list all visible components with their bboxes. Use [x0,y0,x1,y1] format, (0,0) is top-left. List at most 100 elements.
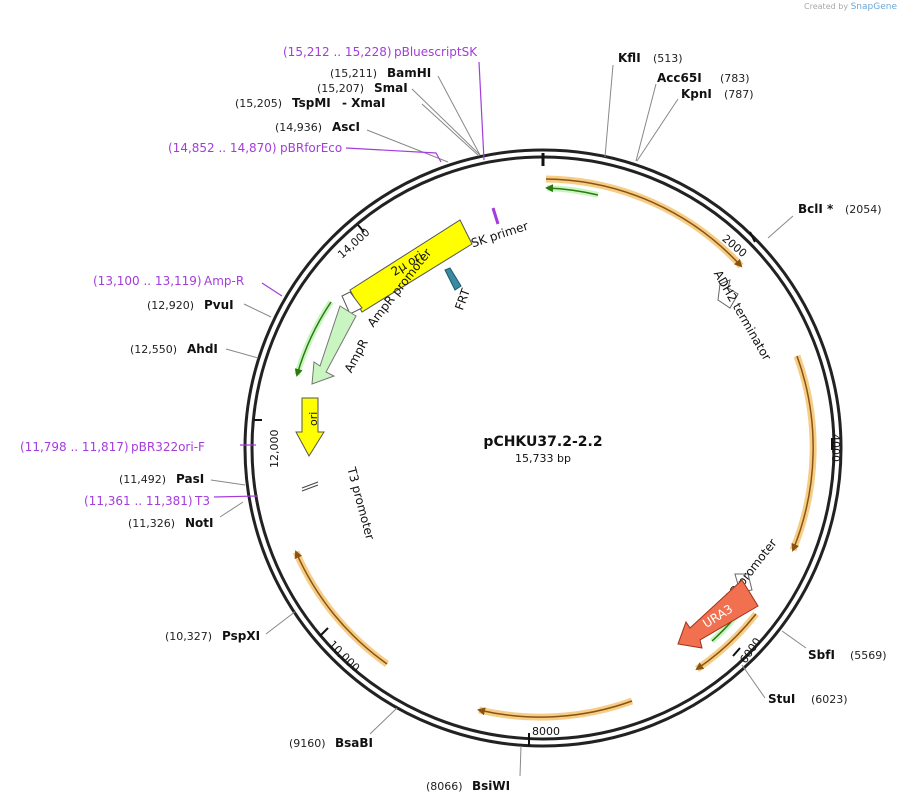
primer-range-t3: (11,361 .. 11,381) [84,494,193,508]
enzyme-name-noti[interactable]: NotI [185,516,214,530]
enzyme-pos-bamhi: (15,211) [330,67,377,80]
leader-ahdi [225,348,259,359]
feature-ura3[interactable] [677,579,759,649]
leader-sbfi [781,630,807,649]
primer-range-pbluescriptsk: (15,212 .. 15,228) [283,45,392,59]
feature-label-adh2-terminator: ADH2 terminator [711,268,774,363]
leader-pspxi [265,610,297,635]
primer-name-pbr322ori-f[interactable]: pBR322ori-F [131,440,205,454]
feature-ori[interactable] [295,397,325,457]
enzyme-name-kpni[interactable]: KpnI [681,87,712,101]
leader-acc65i [635,83,657,162]
enzyme-name-sbfi[interactable]: SbfI [808,648,835,662]
feature-frt[interactable] [444,267,462,291]
enzyme-pos-bsabi: (9160) [289,737,326,750]
tick-10000 [319,627,329,637]
enzyme-name-bamhi[interactable]: BamHI [387,66,431,80]
green-arcs [294,184,744,644]
enzyme-pos-bsiwi: (8066) [426,780,463,793]
enzyme-pos-noti: (11,326) [128,517,175,530]
enzyme-labels: KflI (513) Acc65I (783) KpnI (787) BclI … [119,51,887,793]
primer-name-pbrforeco[interactable]: pBRforEco [280,141,342,155]
leader-t3 [213,495,259,498]
feature-sk-primer[interactable] [491,207,500,225]
green-arc-2-line [294,301,332,377]
enzyme-pos-sbfi: (5569) [850,649,887,662]
leader-pvui [243,303,272,318]
primer-name-t3[interactable]: T3 [194,494,210,508]
leader-bamhi [437,75,481,156]
enzyme-pos-tspmi: (15,205) [235,97,282,110]
enzyme-name-kfli[interactable]: KflI [618,51,641,65]
leader-stui [741,664,766,699]
credit-prefix: Created by [804,2,849,11]
orf-arc-1-line [545,178,743,268]
enzyme-name-asci[interactable]: AscI [332,120,360,134]
tick-label-12000: 12,000 [268,430,281,469]
tick-2000 [749,231,756,243]
leader-pasi [210,479,246,486]
feature-label-ampr: AmpR [342,337,371,375]
leader-smai [411,88,481,156]
enzyme-pos-pasi: (11,492) [119,473,166,486]
enzyme-pos-kfli: (513) [653,52,683,65]
primer-name-pbluescriptsk[interactable]: pBluescriptSK [394,45,478,59]
primer-range-pbr322ori-f: (11,798 .. 11,817) [20,440,129,454]
primer-name-amp-r[interactable]: Amp-R [204,274,244,288]
feature-ampr[interactable] [311,305,357,385]
enzyme-pos-stui: (6023) [811,693,848,706]
primer-labels: (15,212 .. 15,228) pBluescriptSK (14,852… [20,45,478,508]
enzyme-name-bcli[interactable]: BclI * [798,202,834,216]
enzyme-name-bsabi[interactable]: BsaBI [335,736,373,750]
snapgene-credit: Created by SnapGene [804,2,897,12]
feature-adh2-terminator[interactable] [717,279,739,309]
enzyme-name-acc65i[interactable]: Acc65I [657,71,702,85]
enzyme-name-pspxi[interactable]: PspXI [222,629,260,643]
feature-label-ori: ori [307,412,320,426]
enzyme-pos-acc65i: (783) [720,72,750,85]
enzyme-pos-ahdi: (12,550) [130,343,177,356]
tick-14000 [357,224,365,233]
green-arc-1-line [545,184,599,196]
enzyme-pos-pvui: (12,920) [147,299,194,312]
feature-t3-promoter[interactable] [301,481,319,492]
leader-bsiwi [519,745,522,777]
enzyme-name-smai[interactable]: SmaI [374,81,408,95]
plasmid-size: 15,733 bp [515,452,571,465]
enzyme-name-pvui[interactable]: PvuI [204,298,234,312]
plasmid-title: pCHKU37.2-2.2 [483,434,602,450]
leader-pbrforeco [345,147,442,163]
leader-tspmi [421,103,480,157]
enzyme-pos-asci: (14,936) [275,121,322,134]
leader-bsabi [369,707,398,735]
backbone-outer-ring [243,148,843,748]
leader-pbluescriptsk [478,61,485,161]
orf-arc-5-line [294,550,388,665]
tick-6000 [732,647,741,657]
enzyme-name-pasi[interactable]: PasI [176,472,204,486]
enzyme-pos-pspxi: (10,327) [165,630,212,643]
tick-marks [254,224,833,746]
leader-kfli [604,64,614,158]
primer-range-pbrforeco: (14,852 .. 14,870) [168,141,277,155]
leader-bcli [767,215,794,239]
feature-label-sk-primer: SK primer [469,219,530,251]
enzyme-name-ahdi[interactable]: AhdI [187,342,218,356]
snapgene-logo: SnapGene [850,2,897,12]
tick-label-8000: 8000 [532,725,560,738]
orf-arcs [292,175,817,721]
enzyme-name-bsiwi[interactable]: BsiWI [472,779,510,793]
orf-arc-3-line [695,613,757,671]
leader-noti [219,501,244,518]
enzyme-leader-lines [210,64,807,777]
enzyme-name-tspmi[interactable]: TspMI [292,96,331,110]
feature-ampr-promoter[interactable] [341,291,363,315]
tick-label-4000: 4000 [829,434,842,462]
enzyme-pos-smai: (15,207) [317,82,364,95]
enzyme-name-xmai[interactable]: - XmaI [342,96,385,110]
enzyme-name-stui[interactable]: StuI [768,692,795,706]
primer-range-amp-r: (13,100 .. 13,119) [93,274,202,288]
orf-arc-2-line [791,355,814,552]
leader-amp-r [261,282,283,297]
